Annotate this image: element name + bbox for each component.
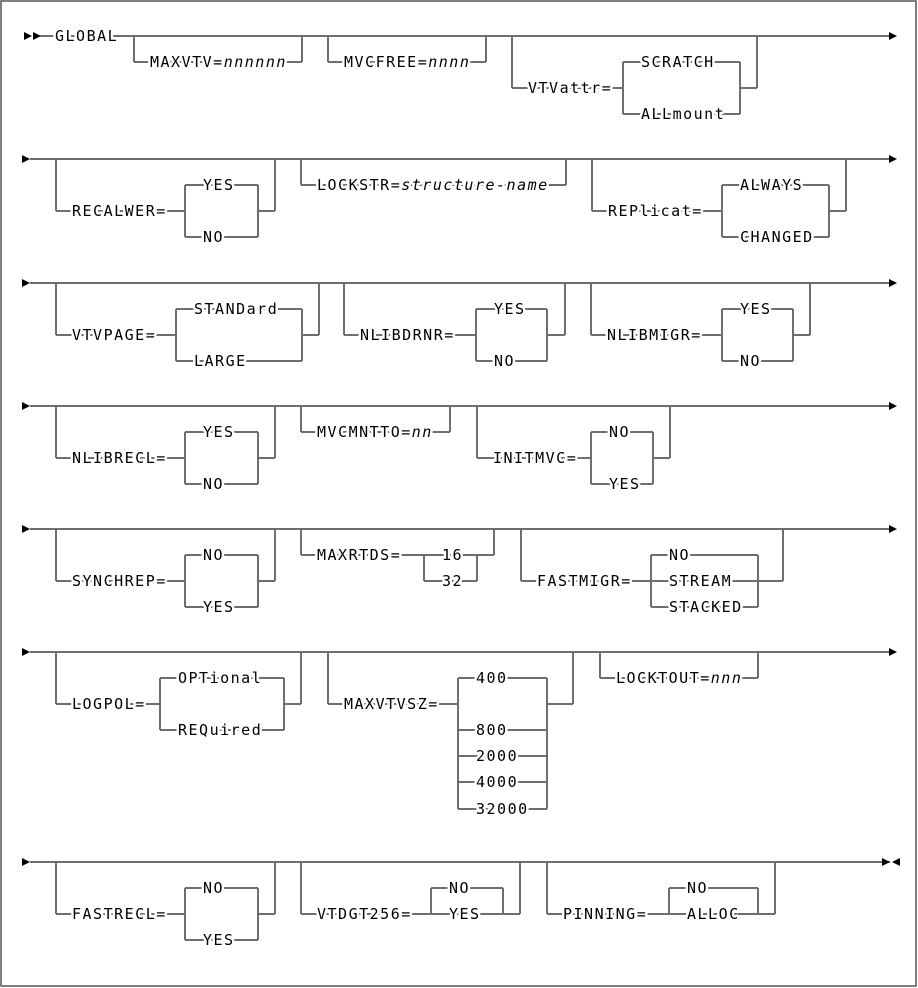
- parameter-keyword: REPlicat=: [608, 202, 703, 220]
- parameter-keyword: LOGPOL=: [72, 695, 146, 713]
- parameter-option: YES: [609, 475, 641, 493]
- keyword: MVCMNTTO=: [317, 423, 412, 441]
- parameter-option: NO: [203, 879, 224, 897]
- parameter-option: REQuired: [178, 721, 262, 739]
- parameter-option: STREAM: [669, 572, 732, 590]
- variable: nnnnnn: [224, 53, 287, 71]
- parameter-keyword: FASTRECL=: [72, 905, 167, 923]
- parameter-option: 2000: [476, 747, 518, 765]
- continuation-arrow-icon: [22, 858, 30, 866]
- keyword: MAXVTV=: [150, 53, 224, 71]
- parameter-keyword: NLIBRECL=: [72, 449, 167, 467]
- parameter-option: 400: [476, 669, 508, 687]
- continuation-arrow-icon: [22, 402, 30, 410]
- continuation-arrow-icon: [22, 525, 30, 533]
- start-arrow-icon: [33, 32, 41, 40]
- command-name: GLOBAL: [55, 27, 118, 45]
- optional-parameter: LOCKTOUT=nnn: [616, 669, 742, 687]
- optional-parameter: MAXVTV=nnnnnn: [150, 53, 287, 71]
- parameter-option: NO: [203, 546, 224, 564]
- parameter-option: NO: [494, 352, 515, 370]
- parameter-option: STACKED: [669, 598, 743, 616]
- keyword: LOCKTOUT=: [616, 669, 711, 687]
- parameter-keyword: VTVattr=: [528, 79, 612, 97]
- variable: nnnn: [428, 53, 470, 71]
- continue-arrow-icon: [889, 279, 897, 287]
- end-arrow-icon: [892, 858, 900, 866]
- end-arrow-icon: [882, 858, 890, 866]
- parameter-keyword: PINNING=: [563, 905, 647, 923]
- variable: structure-name: [401, 176, 548, 194]
- parameter-option: NO: [449, 879, 470, 897]
- parameter-option: YES: [203, 931, 235, 949]
- parameter-option: CHANGED: [740, 228, 814, 246]
- parameter-option: YES: [449, 905, 481, 923]
- continue-arrow-icon: [889, 155, 897, 163]
- keyword: MVCFREE=: [344, 53, 428, 71]
- parameter-option: YES: [203, 598, 235, 616]
- continue-arrow-icon: [889, 402, 897, 410]
- parameter-option: ALLOC: [687, 905, 740, 923]
- parameter-option: NO: [740, 352, 761, 370]
- parameter-option: NO: [609, 423, 630, 441]
- continue-arrow-icon: [889, 525, 897, 533]
- parameter-option: ALWAYS: [740, 176, 803, 194]
- parameter-option: YES: [740, 300, 772, 318]
- parameter-option: YES: [203, 176, 235, 194]
- optional-parameter: LOCKSTR=structure-name: [317, 176, 549, 194]
- continue-arrow-icon: [889, 648, 897, 656]
- optional-parameter: MVCMNTTO=nn: [317, 423, 433, 441]
- parameter-option: STANDard: [194, 300, 278, 318]
- parameter-option: 16: [442, 546, 463, 564]
- parameter-option: 4000: [476, 773, 518, 791]
- continue-arrow-icon: [889, 32, 897, 40]
- parameter-option: NO: [687, 879, 708, 897]
- parameter-keyword: MAXVTVSZ=: [344, 695, 439, 713]
- parameter-keyword: NLIBMIGR=: [607, 326, 702, 344]
- parameter-keyword: NLIBDRNR=: [360, 326, 455, 344]
- parameter-option: LARGE: [194, 352, 247, 370]
- parameter-option: NO: [203, 228, 224, 246]
- keyword: LOCKSTR=: [317, 176, 401, 194]
- parameter-keyword: SYNCHREP=: [72, 572, 167, 590]
- parameter-keyword: RECALWER=: [72, 202, 167, 220]
- variable: nnn: [711, 669, 743, 687]
- variable: nn: [412, 423, 433, 441]
- parameter-option: NO: [203, 475, 224, 493]
- parameter-option: YES: [494, 300, 526, 318]
- parameter-option: YES: [203, 423, 235, 441]
- parameter-option: 800: [476, 721, 508, 739]
- parameter-option: NO: [669, 546, 690, 564]
- parameter-keyword: INITMVC=: [493, 449, 577, 467]
- parameter-keyword: VTVPAGE=: [72, 326, 156, 344]
- parameter-keyword: VTDGT256=: [317, 905, 412, 923]
- optional-parameter: MVCFREE=nnnn: [344, 53, 470, 71]
- parameter-option: ALLmount: [641, 105, 725, 123]
- parameter-keyword: FASTMIGR=: [537, 572, 632, 590]
- parameter-option: OPTional: [178, 669, 262, 687]
- start-arrow-icon: [24, 32, 32, 40]
- continuation-arrow-icon: [22, 648, 30, 656]
- parameter-option: SCRATCH: [641, 53, 715, 71]
- continuation-arrow-icon: [22, 279, 30, 287]
- parameter-option: 32000: [476, 800, 529, 818]
- parameter-keyword: MAXRTDS=: [317, 546, 401, 564]
- continuation-arrow-icon: [22, 155, 30, 163]
- parameter-option: 32: [442, 572, 463, 590]
